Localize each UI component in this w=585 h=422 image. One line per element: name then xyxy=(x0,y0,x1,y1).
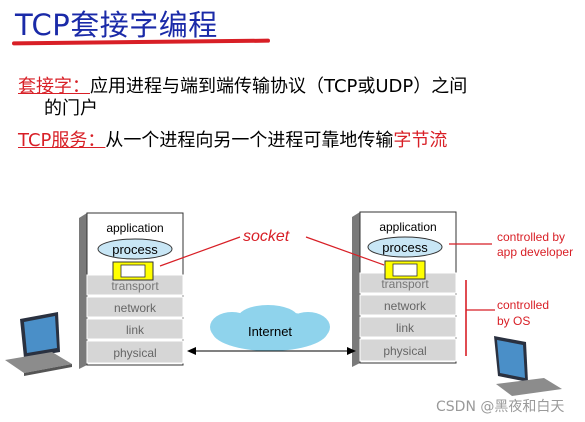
right-socket-door-window xyxy=(392,263,418,277)
socket-label: socket xyxy=(243,228,290,245)
right-app-label: application xyxy=(379,220,436,234)
slide-title: TCP套接字编程 xyxy=(15,8,218,42)
left-app-label: application xyxy=(106,221,163,235)
internet-cloud-lobe-top xyxy=(238,305,298,331)
left-process-oval xyxy=(97,238,173,260)
right-link-label: link xyxy=(396,321,415,335)
internet-cloud: Internet xyxy=(210,305,330,351)
right-keyboard xyxy=(496,378,562,396)
right-layer-physical xyxy=(359,338,457,362)
right-stack-side xyxy=(352,212,360,367)
left-physical-label: physical xyxy=(113,346,156,360)
term-byte-stream: 字节流 xyxy=(393,130,448,151)
watermark: CSDN @黑夜和白天 xyxy=(436,399,565,415)
left-network-label: network xyxy=(114,301,157,315)
left-process-label: process xyxy=(112,242,158,257)
definition-socket-text: 应用进程与端到端传输协议（TCP或UDP）之间 xyxy=(90,76,468,97)
left-keyboard-edge xyxy=(24,364,72,376)
left-socket-door-window xyxy=(120,264,146,278)
internet-label: Internet xyxy=(248,324,292,339)
physical-link-arrow-left xyxy=(187,347,196,355)
left-stack-side xyxy=(79,213,87,369)
left-layer-link xyxy=(86,318,184,340)
right-network-label: network xyxy=(384,299,427,313)
definition-socket-cont: 的门户 xyxy=(44,98,98,119)
right-protocol-stack: application process transport network li… xyxy=(352,211,457,367)
term-tcp-service: TCP服务： xyxy=(18,130,106,151)
definition-socket: 套接字：应用进程与端到端传输协议（TCP或UDP）之间 xyxy=(18,72,467,98)
physical-link-arrow-right xyxy=(347,347,356,355)
note-os-line1: controlled xyxy=(497,298,549,312)
definition-tcp-text: 从一个进程向另一个进程可靠地传输 xyxy=(105,130,394,151)
left-transport-label: transport xyxy=(111,279,159,293)
right-layer-network xyxy=(359,294,457,316)
left-keyboard xyxy=(5,352,72,373)
left-layer-network xyxy=(86,296,184,318)
right-layer-link xyxy=(359,316,457,338)
right-computer-icon xyxy=(494,336,562,396)
term-socket: 套接字： xyxy=(18,76,90,97)
left-layer-physical xyxy=(86,340,184,364)
socket-pointer-right xyxy=(305,236,385,266)
right-process-label: process xyxy=(382,240,428,255)
note-app-line2: app developer xyxy=(497,245,573,259)
left-monitor-screen xyxy=(24,316,57,353)
left-link-label: link xyxy=(126,323,145,337)
right-physical-label: physical xyxy=(383,344,426,358)
left-computer-icon xyxy=(5,312,72,376)
definition-tcp-service: TCP服务：从一个进程向另一个进程可靠地传输字节流 xyxy=(18,126,447,152)
socket-pointer-left xyxy=(159,236,241,267)
note-os-line2: by OS xyxy=(497,314,530,328)
left-protocol-stack: application process transport network li… xyxy=(79,212,184,369)
right-monitor-screen xyxy=(497,340,525,378)
note-app-line1: controlled by xyxy=(497,230,565,244)
right-process-oval xyxy=(367,236,443,258)
right-transport-label: transport xyxy=(381,277,429,291)
